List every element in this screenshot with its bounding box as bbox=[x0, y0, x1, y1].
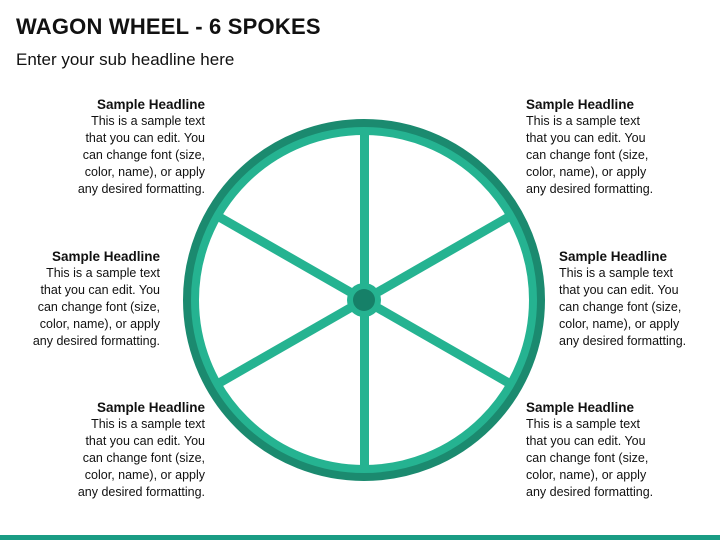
text-block-middle-left: Sample Headline This is a sample text th… bbox=[0, 248, 160, 350]
block-text-line: any desired formatting. bbox=[526, 485, 654, 499]
block-text-line: any desired formatting. bbox=[559, 334, 687, 348]
spoke-upper-right bbox=[361, 210, 517, 304]
spoke-lower-right bbox=[361, 296, 517, 390]
page-title: WAGON WHEEL - 6 SPOKES bbox=[16, 14, 321, 39]
bottom-accent-bar bbox=[0, 535, 720, 540]
block-text-line: This is a sample text bbox=[91, 114, 205, 128]
spokes bbox=[211, 131, 517, 470]
block-text-line: color, name), or apply bbox=[84, 468, 205, 482]
block-text-line: can change font (size, bbox=[82, 148, 205, 162]
block-text-line: can change font (size, bbox=[559, 300, 682, 314]
wheel-hub-center bbox=[353, 289, 375, 311]
block-text-line: color, name), or apply bbox=[39, 317, 160, 331]
block-text-line: color, name), or apply bbox=[84, 165, 205, 179]
block-text-line: any desired formatting. bbox=[77, 182, 205, 196]
block-text-line: can change font (size, bbox=[82, 451, 205, 465]
spoke-bottom bbox=[360, 300, 369, 470]
block-text-line: any desired formatting. bbox=[77, 485, 205, 499]
block-headline: Sample Headline bbox=[526, 400, 635, 415]
block-text-line: that you can edit. You bbox=[40, 283, 160, 297]
text-block-bottom-left: Sample Headline This is a sample text th… bbox=[30, 399, 205, 501]
block-text-line: can change font (size, bbox=[526, 148, 649, 162]
wheel-rim-outer bbox=[183, 119, 545, 481]
block-text-line: that you can edit. You bbox=[526, 131, 646, 145]
block-text-line: that you can edit. You bbox=[526, 434, 646, 448]
block-text-line: This is a sample text bbox=[559, 266, 673, 280]
block-text-line: color, name), or apply bbox=[526, 165, 647, 179]
block-text-line: that you can edit. You bbox=[559, 283, 679, 297]
block-text-line: color, name), or apply bbox=[526, 468, 647, 482]
block-text-line: that you can edit. You bbox=[85, 434, 205, 448]
block-text-line: any desired formatting. bbox=[526, 182, 654, 196]
spoke-upper-left bbox=[211, 210, 367, 304]
text-block-top-left: Sample Headline This is a sample text th… bbox=[30, 96, 205, 198]
block-text-line: can change font (size, bbox=[37, 300, 160, 314]
block-text-line: This is a sample text bbox=[91, 417, 205, 431]
block-text-line: any desired formatting. bbox=[32, 334, 160, 348]
wheel-rim-inner bbox=[191, 127, 537, 473]
block-headline: Sample Headline bbox=[559, 249, 668, 264]
page-subtitle: Enter your sub headline here bbox=[16, 50, 235, 69]
block-headline: Sample Headline bbox=[96, 400, 205, 415]
text-block-top-right: Sample Headline This is a sample text th… bbox=[526, 96, 701, 198]
text-block-bottom-right: Sample Headline This is a sample text th… bbox=[526, 399, 701, 501]
block-headline: Sample Headline bbox=[96, 97, 205, 112]
spoke-lower-left bbox=[211, 296, 367, 390]
block-text-line: This is a sample text bbox=[526, 417, 640, 431]
block-text-line: can change font (size, bbox=[526, 451, 649, 465]
block-text-line: This is a sample text bbox=[526, 114, 640, 128]
block-headline: Sample Headline bbox=[51, 249, 160, 264]
spoke-top bbox=[360, 131, 369, 300]
block-text-line: color, name), or apply bbox=[559, 317, 680, 331]
block-headline: Sample Headline bbox=[526, 97, 635, 112]
block-text-line: This is a sample text bbox=[46, 266, 160, 280]
text-block-middle-right: Sample Headline This is a sample text th… bbox=[559, 248, 720, 350]
block-text-line: that you can edit. You bbox=[85, 131, 205, 145]
